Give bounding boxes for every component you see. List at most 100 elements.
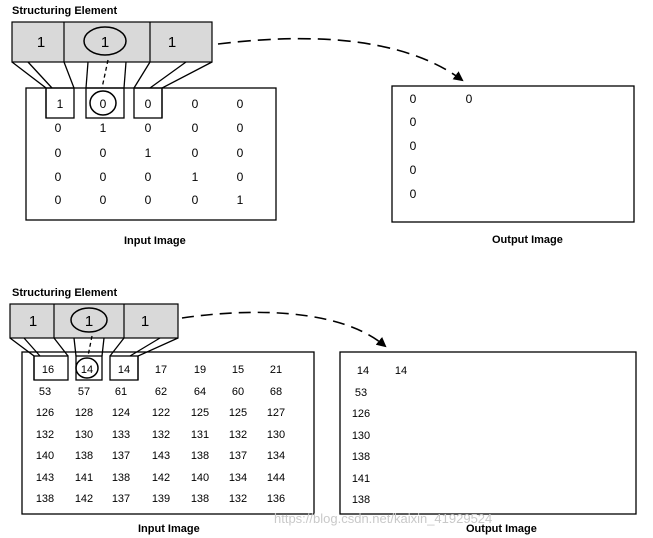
bottom-input-cell: 142 [75,493,93,505]
bottom-input-cell: 16 [42,364,54,376]
top-se-value-2: 1 [101,34,109,51]
bottom-input-cell: 131 [191,429,209,441]
bottom-structuring-element: 1 1 1 [9,303,179,339]
bottom-input-cell: 136 [267,493,285,505]
bottom-input-cell: 62 [155,386,167,398]
bottom-output-label: Output Image [466,523,537,535]
bottom-output-cell: 53 [355,387,367,399]
bottom-se-label: Structuring Element [12,287,117,299]
bottom-input-cell: 61 [115,386,127,398]
bottom-output-cell: 141 [352,473,370,485]
top-input-cell: 0 [145,97,152,111]
bottom-input-cell: 130 [75,429,93,441]
top-input-cell: 0 [55,193,62,207]
bottom-se-value-3: 1 [141,313,149,330]
top-input-cell: 0 [192,193,199,207]
bottom-input-cell: 124 [112,407,130,419]
bottom-input-cell: 139 [152,493,170,505]
bottom-output-cell: 14 [357,365,369,377]
bottom-dashed-arrow [181,311,387,348]
top-input-cell: 0 [192,146,199,160]
watermark-text: https://blog.csdn.net/kaixin_41929524 [274,511,492,526]
top-se-value-3: 1 [168,34,176,51]
bottom-input-cell: 144 [267,472,285,484]
bottom-se-value-1: 1 [29,313,37,330]
bottom-input-cell: 142 [152,472,170,484]
bottom-output-cell: 14 [395,365,407,377]
top-output-cell: 0 [410,163,417,177]
bottom-input-cell: 21 [270,364,282,376]
bottom-input-image-frame [21,351,315,515]
bottom-input-cell: 19 [194,364,206,376]
top-se-label: Structuring Element [12,5,117,17]
bottom-input-cell: 138 [112,472,130,484]
bottom-output-cell: 126 [352,408,370,420]
top-input-cell: 0 [55,121,62,135]
top-input-cell: 1 [57,97,64,111]
bottom-input-label: Input Image [138,523,200,535]
top-se-origin-circle [83,26,127,56]
bottom-input-cell: 15 [232,364,244,376]
bottom-input-cell: 138 [191,493,209,505]
top-input-cell: 1 [100,121,107,135]
bottom-input-cell: 138 [36,493,54,505]
top-input-cell: 0 [55,146,62,160]
top-output-cell: 0 [410,139,417,153]
top-input-cell: 0 [192,121,199,135]
top-input-cell: 0 [100,193,107,207]
top-input-cell: 0 [100,170,107,184]
bottom-input-cell: 140 [36,450,54,462]
bottom-input-cell: 53 [39,386,51,398]
top-output-cell: 0 [410,187,417,201]
top-input-cell: 0 [145,193,152,207]
bottom-input-cell: 17 [155,364,167,376]
top-output-label: Output Image [492,234,563,246]
bottom-input-cell: 64 [194,386,206,398]
top-input-cell: 0 [55,170,62,184]
bottom-input-cell: 141 [75,472,93,484]
bottom-se-value-2: 1 [85,313,93,330]
bottom-input-cell: 132 [36,429,54,441]
bottom-input-cell: 126 [36,407,54,419]
top-input-cell: 0 [237,146,244,160]
top-input-cell: 1 [237,193,244,207]
bottom-input-cell: 134 [267,450,285,462]
top-input-cell: 0 [100,146,107,160]
bottom-input-cell: 14 [118,364,130,376]
bottom-input-cell: 140 [191,472,209,484]
bottom-panel: Structuring Element 1 1 1 [9,287,637,535]
top-structuring-element: 1 1 1 [11,21,213,63]
bottom-output-cell: 138 [352,451,370,463]
top-input-cell: 0 [192,97,199,111]
top-input-cell: 0 [237,170,244,184]
bottom-input-cell: 14 [81,364,93,376]
bottom-input-cell: 134 [229,472,247,484]
bottom-input-cell: 127 [267,407,285,419]
bottom-input-cell: 138 [191,450,209,462]
bottom-input-cell: 137 [229,450,247,462]
top-output-image-frame [391,85,635,223]
top-output-cell: 0 [410,115,417,129]
top-input-cell: 0 [100,97,107,111]
bottom-input-cell: 125 [229,407,247,419]
top-input-cell: 0 [237,97,244,111]
bottom-input-cell: 137 [112,450,130,462]
top-input-label: Input Image [124,235,186,247]
bottom-projection-lines [9,335,179,380]
top-projection-lines [11,59,213,118]
top-dashed-arrow [217,37,464,82]
bottom-output-image-frame [339,351,637,515]
bottom-input-cell: 60 [232,386,244,398]
top-input-cell: 1 [192,170,199,184]
bottom-input-cell: 138 [75,450,93,462]
top-input-cell: 1 [145,146,152,160]
top-panel: Structuring Element 1 1 1 [11,5,635,247]
bottom-input-cell: 143 [36,472,54,484]
top-input-cell: 0 [145,170,152,184]
bottom-input-cell: 132 [152,429,170,441]
